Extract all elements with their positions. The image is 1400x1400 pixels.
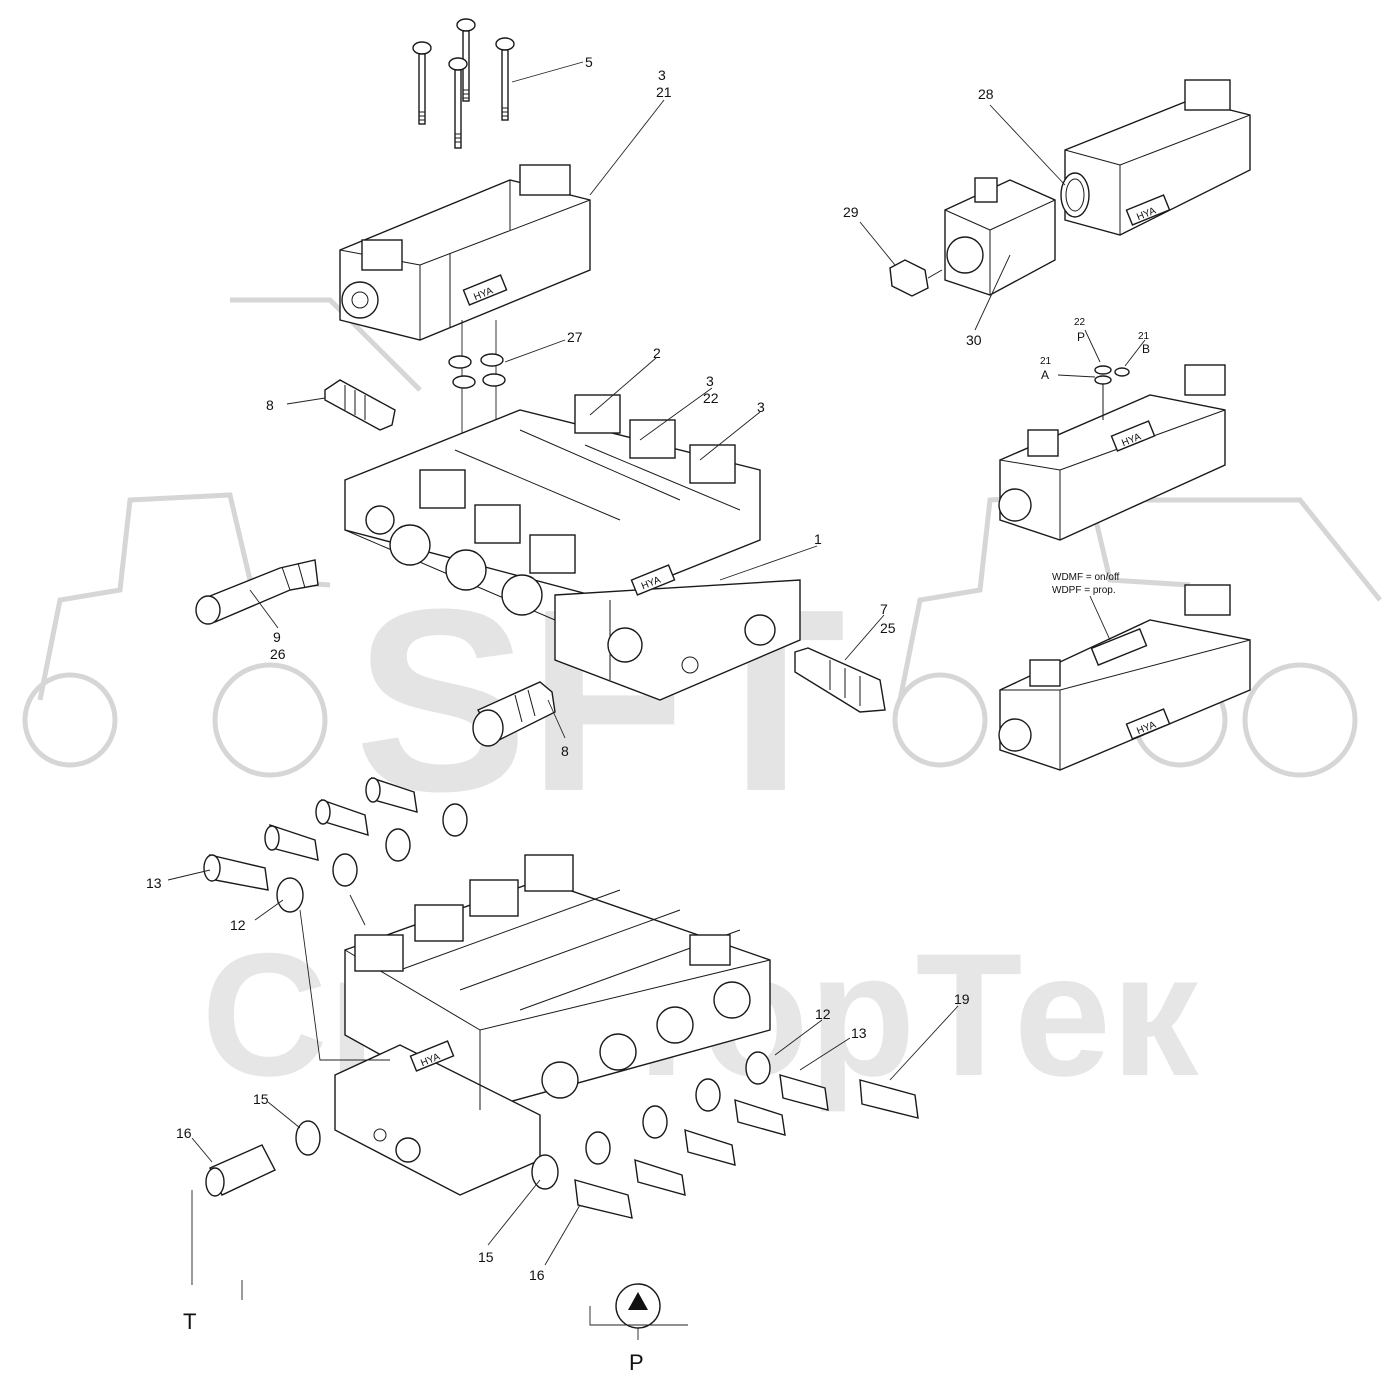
plug-8-bottom (472, 681, 556, 747)
callout-1: 1 (814, 531, 822, 547)
valve-manifold-bottom: HYA (334, 854, 771, 1196)
pump-symbol (589, 1283, 688, 1340)
port-detail-labels: 22 P 21 B 21 A (1040, 317, 1150, 382)
callout-5: 5 (585, 54, 593, 70)
valve-note-line1: WDMF = on/off (1052, 572, 1120, 583)
port-p-letter: P (1077, 330, 1085, 344)
port-a-number: 21 (1040, 356, 1052, 367)
callout-12-left: 12 (230, 917, 246, 933)
screw-1 (412, 41, 432, 125)
relief-valve-9 (195, 559, 319, 625)
callout-13-right: 13 (851, 1025, 867, 1041)
callout-3-mid: 3 (706, 373, 714, 389)
callout-13-left: 13 (146, 875, 162, 891)
seals-left (276, 803, 468, 913)
solenoid-valve-top: HYA (339, 164, 591, 341)
callout-16-bottom: 16 (529, 1267, 545, 1283)
port-b-letter: B (1142, 342, 1150, 356)
callout-3-top: 3 (658, 67, 666, 83)
port-a-letter: A (1041, 368, 1049, 382)
plug-8-left (324, 379, 396, 431)
callout-16-left: 16 (176, 1125, 192, 1141)
callout-19: 19 (954, 991, 970, 1007)
callout-15-left: 15 (253, 1091, 269, 1107)
callout-25: 25 (880, 620, 896, 636)
callout-26: 26 (270, 646, 286, 662)
fittings-left (203, 776, 418, 891)
callout-9: 9 (273, 629, 281, 645)
pressure-symbol-label: P (629, 1350, 644, 1375)
plug-29 (889, 259, 943, 297)
callout-30: 30 (966, 332, 982, 348)
fitting-7 (794, 647, 886, 713)
callout-28: 28 (978, 86, 994, 102)
adapter-30 (944, 177, 1056, 296)
callout-2: 2 (653, 345, 661, 361)
valve-note-line2: WDPF = prop. (1052, 585, 1116, 596)
screw-4 (448, 57, 468, 149)
callout-labels: 5 3 21 27 2 3 22 3 8 1 7 25 9 26 8 28 29… (146, 54, 994, 1283)
port-b-number: 21 (1138, 331, 1150, 342)
o-rings-27 (448, 353, 506, 389)
callout-3-right: 3 (757, 399, 765, 415)
callout-7: 7 (880, 601, 888, 617)
valve-manifold-top: HYA (344, 394, 801, 701)
o-ring-28 (1060, 172, 1090, 218)
tank-symbol-label: T (183, 1309, 196, 1334)
solenoid-valve-note: HYA (998, 584, 1251, 771)
callout-29: 29 (843, 204, 859, 220)
callout-27: 27 (567, 329, 583, 345)
callout-22-mid: 22 (703, 390, 719, 406)
solenoid-valve-port-detail: HYA (998, 364, 1226, 541)
screw-3 (495, 37, 515, 121)
solenoid-valve-upper-right: HYA (1064, 79, 1251, 236)
seals-right (531, 1051, 771, 1190)
callout-12-right: 12 (815, 1006, 831, 1022)
port-p-number: 22 (1074, 317, 1086, 328)
fittings-right (574, 1074, 919, 1219)
callout-15-bottom: 15 (478, 1249, 494, 1265)
screw-set (412, 18, 515, 149)
valve-type-note: WDMF = on/off WDPF = prop. (1052, 572, 1120, 596)
leader-lines (167, 61, 1146, 1266)
callout-21-top: 21 (656, 84, 672, 100)
tank-line (191, 1190, 243, 1300)
callout-8-left: 8 (266, 397, 274, 413)
callout-8-bottom: 8 (561, 743, 569, 759)
fitting-16-left (205, 1120, 321, 1197)
